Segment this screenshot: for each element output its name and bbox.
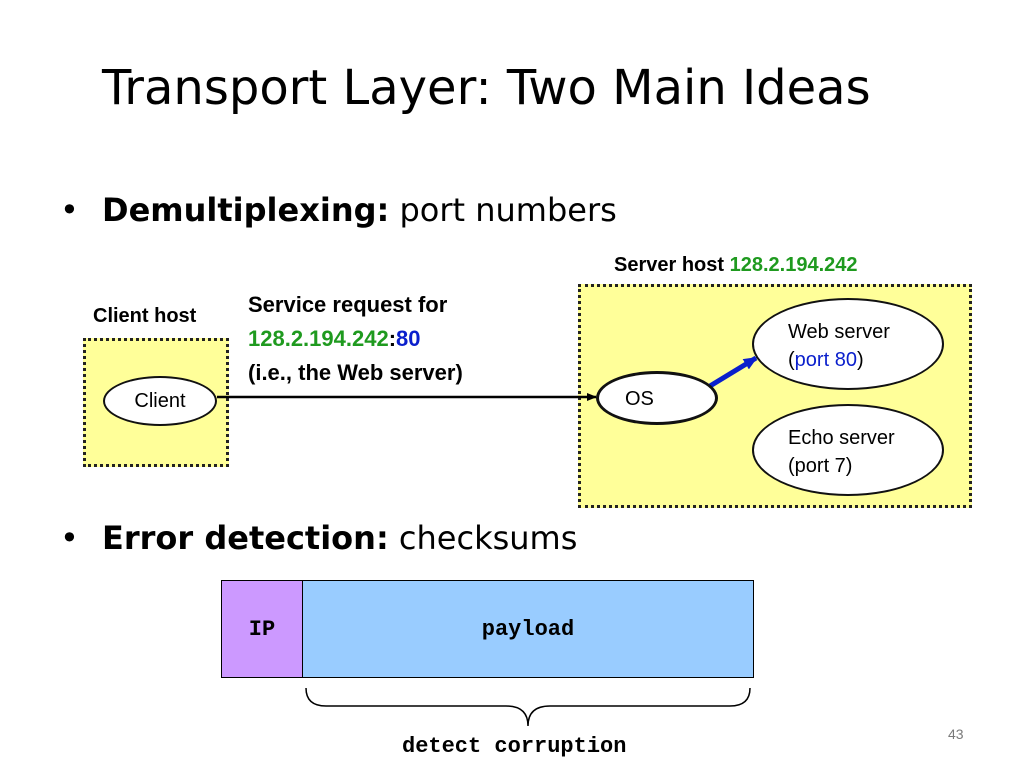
web-server-text: Web server (port 80): [788, 318, 890, 374]
web-server-port: port 80: [794, 349, 857, 371]
service-request-line1: Service request for: [248, 292, 448, 317]
os-node: OS: [596, 371, 718, 425]
ip-label: IP: [248, 617, 276, 642]
bullet-detail: checksums: [388, 519, 578, 557]
bullet-detail: port numbers: [389, 191, 617, 229]
echo-server-name: Echo server: [788, 427, 895, 449]
payload-label: payload: [481, 617, 575, 642]
service-request-label: Service request for 128.2.194.242:80 (i.…: [248, 288, 463, 390]
page-number: 43: [948, 726, 964, 742]
packet-ip-header: IP: [221, 580, 303, 678]
detect-corruption-label: detect corruption: [402, 734, 627, 759]
web-server-name: Web server: [788, 321, 890, 343]
packet-payload: payload: [302, 580, 754, 678]
request-port: 80: [396, 326, 421, 351]
echo-server-node: Echo server (port 7): [752, 404, 944, 496]
bullet-heading: Error detection:: [102, 519, 389, 557]
request-ip: 128.2.194.242: [248, 326, 389, 351]
bullet-text: Error detection: checksums: [102, 522, 577, 554]
echo-server-port: (port 7): [788, 455, 853, 477]
server-ip: 128.2.194.242: [729, 254, 858, 276]
web-close-paren: ): [856, 349, 864, 371]
server-host-label: Server host 128.2.194.242: [614, 254, 858, 277]
server-host-text: Server host: [614, 254, 725, 276]
bullet-heading: Demultiplexing:: [102, 191, 390, 229]
os-label: OS: [625, 388, 654, 410]
slide-title: Transport Layer: Two Main Ideas: [102, 60, 871, 116]
web-server-port-line: (port 80): [788, 346, 890, 374]
echo-server-text: Echo server (port 7): [788, 424, 895, 480]
client-label: Client: [134, 389, 186, 412]
service-request-line3: (i.e., the Web server): [248, 360, 463, 385]
web-server-node: Web server (port 80): [752, 298, 944, 390]
service-request-address: 128.2.194.242:80: [248, 322, 463, 356]
bullet-dot-icon: •: [60, 519, 79, 557]
client-host-label: Client host: [93, 305, 197, 327]
bullet-dot-icon: •: [60, 191, 79, 229]
client-node: Client: [103, 376, 217, 426]
request-colon: :: [388, 326, 397, 351]
payload-brace: [305, 687, 751, 727]
bullet-text: Demultiplexing: port numbers: [102, 194, 617, 226]
web-open-paren: (: [788, 349, 795, 371]
